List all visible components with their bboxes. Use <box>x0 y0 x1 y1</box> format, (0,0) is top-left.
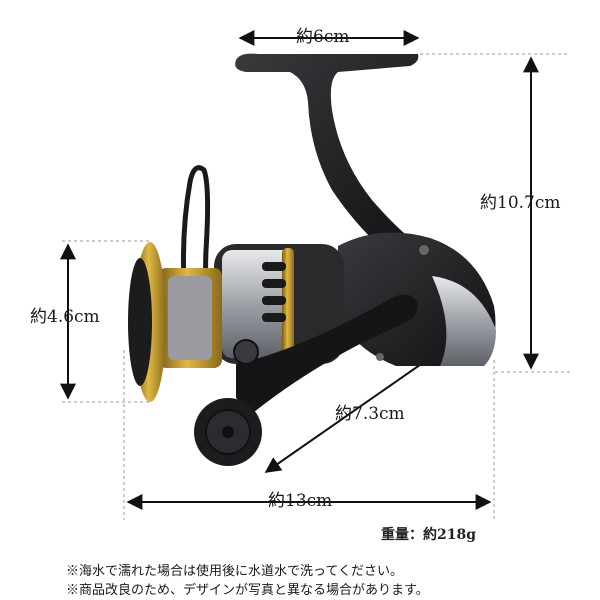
handle-arm <box>236 294 419 412</box>
body-screw <box>419 245 429 255</box>
body-screw <box>376 353 384 361</box>
rotor-slots <box>262 262 286 322</box>
height-label: 約10.7cm <box>480 193 561 213</box>
total-length-label: 約13cm <box>268 491 333 511</box>
guide-lines <box>62 53 570 520</box>
width-label: 約6cm <box>296 27 350 47</box>
rotor-gold-ring <box>282 248 294 360</box>
side-cover <box>432 276 496 366</box>
design-note: ※商品改良のため、デザインが写真と異なる場合があります。 <box>66 583 429 598</box>
spool-face <box>128 258 152 386</box>
handle-length-label: 約7.3cm <box>335 404 405 424</box>
spool-line <box>168 276 212 360</box>
rotor-silver-band <box>222 250 294 358</box>
handle-knob-hub <box>233 339 259 365</box>
fishing-reel-illustration <box>128 53 496 466</box>
care-note: ※海水で濡れた場合は使用後に水道水で洗ってください。 <box>66 564 403 579</box>
spool-height-label: 約4.6cm <box>30 307 100 327</box>
reel-foot <box>235 53 420 262</box>
weight-label: 重量：約218g <box>381 527 477 543</box>
